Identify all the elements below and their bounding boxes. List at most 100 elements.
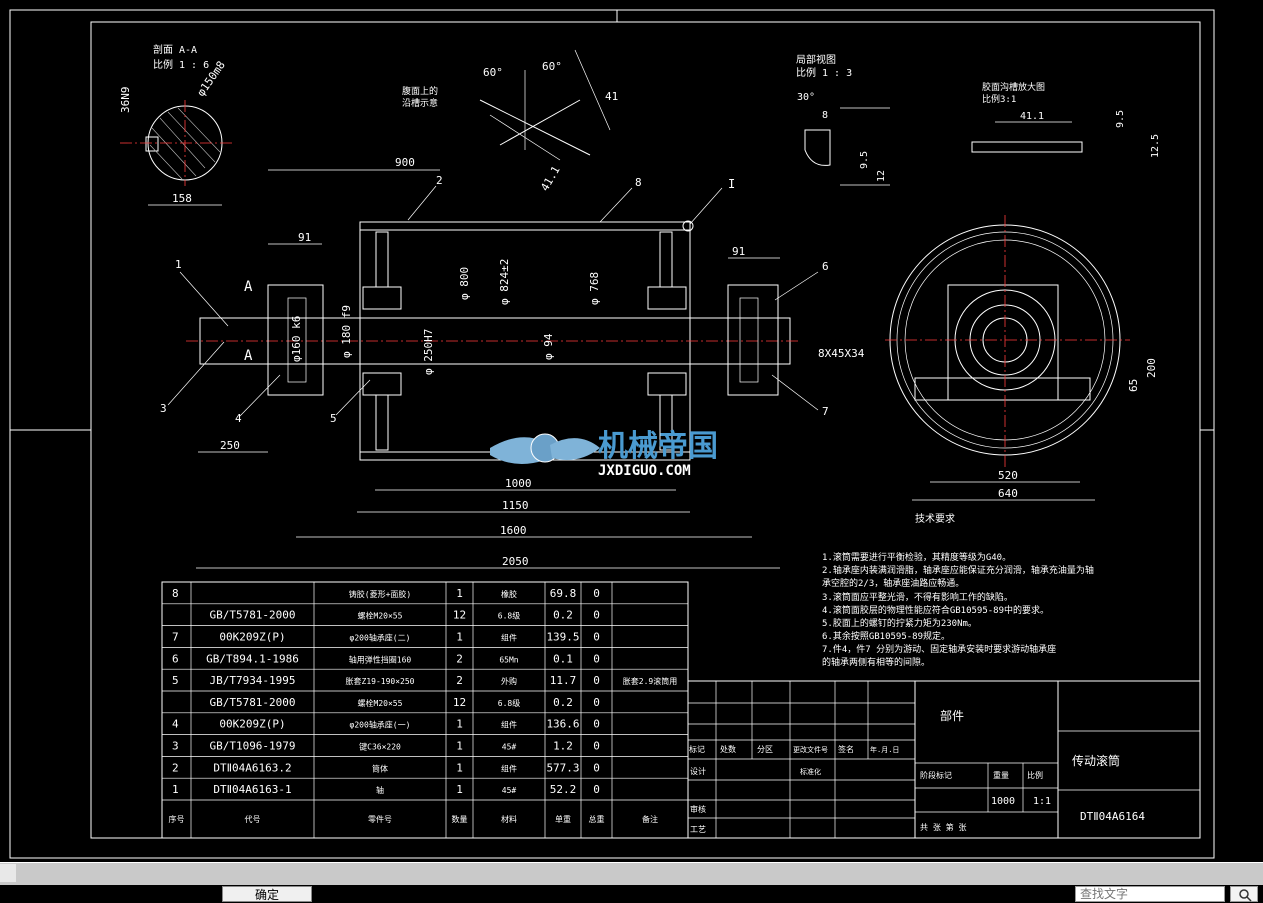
svg-text:3: 3: [160, 402, 167, 415]
svg-text:部件: 部件: [940, 708, 964, 723]
svg-text:1600: 1600: [500, 524, 527, 537]
bom-cell-code: 00K209Z(P): [219, 718, 285, 731]
local-view: 局部视图 比例 1 : 3 30° 8 9.5 12: [796, 53, 890, 186]
bom-cell-name: 筒体: [372, 763, 388, 773]
svg-text:1: 1: [175, 258, 182, 271]
svg-text:4.滚筒面胶层的物理性能应符合GB10595-89中的要求。: 4.滚筒面胶层的物理性能应符合GB10595-89中的要求。: [822, 604, 1049, 616]
watermark-logo: 机械帝国 JXDIGUO.COM: [490, 429, 718, 479]
bom-cell-code: JB/T7934-1995: [209, 674, 295, 687]
svg-text:传动滚筒: 传动滚筒: [1072, 753, 1120, 768]
svg-text:比例: 比例: [1027, 770, 1043, 780]
svg-text:8: 8: [822, 110, 828, 121]
svg-text:技术要求: 技术要求: [915, 512, 955, 525]
svg-text:签名: 签名: [838, 744, 854, 754]
confirm-button[interactable]: 确定: [222, 886, 312, 902]
svg-text:41.1: 41.1: [538, 164, 563, 193]
bom-cell-qty: 1: [456, 761, 463, 774]
bom-cell-code: DTⅡ04A6163-1: [213, 783, 291, 796]
bom-cell-no: 7: [172, 631, 179, 644]
svg-text:工艺: 工艺: [690, 825, 706, 834]
bom-cell-total: 0: [593, 609, 600, 622]
bom-header-note: 备注: [642, 814, 658, 824]
title-block: 标记 处数 分区 更改文件号 签名 年.月.日 设计 标准化 审核 工艺 部件 …: [687, 680, 1201, 839]
svg-text:的轴承两侧有相等的间隙。: 的轴承两侧有相等的间隙。: [822, 656, 930, 668]
dim-36n9: 36N9: [119, 87, 132, 114]
svg-text:1150: 1150: [502, 499, 529, 512]
cad-drawing-canvas[interactable]: 剖面 A-A 比例 1 : 6 36N9 φ150m8 158 腹面上的 沿槽示…: [0, 0, 1263, 862]
bom-cell-material: 65Mn: [499, 655, 518, 664]
svg-text:41: 41: [605, 90, 618, 103]
bom-cell-no: 3: [172, 740, 179, 753]
svg-text:7: 7: [822, 405, 829, 418]
tab-scroll-arrow[interactable]: [0, 864, 16, 882]
bom-header-no: 序号: [169, 814, 185, 824]
section-aa-scale: 比例 1 : 6: [153, 58, 209, 71]
svg-text:机械帝国: 机械帝国: [598, 429, 718, 464]
svg-text:2050: 2050: [502, 555, 529, 568]
bom-cell-qty: 2: [456, 652, 463, 665]
svg-text:1:1: 1:1: [1033, 796, 1051, 807]
bom-cell-name: φ200轴承座(一): [350, 720, 411, 730]
svg-text:A: A: [244, 279, 253, 295]
svg-text:A: A: [244, 348, 253, 364]
svg-text:沿槽示意: 沿槽示意: [402, 97, 438, 109]
bom-cell-qty: 1: [456, 587, 463, 600]
svg-text:φ160 k6: φ160 k6: [290, 316, 303, 362]
technical-requirements: 技术要求 1.滚筒需要进行平衡检验，其精度等级为G40。 2.轴承座内装满润滑脂…: [822, 512, 1094, 668]
svg-text:520: 520: [998, 469, 1018, 482]
svg-text:φ 250H7: φ 250H7: [422, 329, 435, 375]
svg-text:φ 768: φ 768: [588, 272, 601, 305]
bom-cell-unit: 0.1: [553, 652, 573, 665]
bom-cell-material: 6.8级: [498, 611, 520, 621]
find-text-input[interactable]: [1075, 886, 1225, 902]
svg-text:200: 200: [1145, 358, 1158, 378]
bom-cell-material: 组件: [501, 763, 517, 773]
pulley-main-view: 900 91 91 φ 800 φ 824±2 φ 768 φ 94 φ 250…: [160, 156, 865, 569]
bom-cell-unit: 139.5: [546, 631, 579, 644]
bom-cell-unit: 11.7: [550, 674, 577, 687]
bom-cell-material: 橡胶: [501, 589, 517, 599]
bom-cell-no: 6: [172, 652, 179, 665]
bom-cell-name: 胀套Z19-190×250: [346, 676, 415, 686]
bom-cell-unit: 0.2: [553, 609, 573, 622]
svg-text:1000: 1000: [991, 796, 1015, 807]
bom-cell-name: 铸胶(菱形+面胶): [349, 589, 411, 599]
svg-text:标记: 标记: [689, 744, 705, 754]
bom-cell-qty: 2: [456, 674, 463, 687]
svg-text:6.其余按照GB10595-89规定。: 6.其余按照GB10595-89规定。: [822, 630, 950, 642]
drawing-sheet: 剖面 A-A 比例 1 : 6 36N9 φ150m8 158 腹面上的 沿槽示…: [9, 9, 1215, 859]
bom-header-total: 总重: [589, 814, 605, 824]
bom-cell-total: 0: [593, 674, 600, 687]
svg-text:9.5: 9.5: [859, 151, 870, 169]
weld-groove-diagram: 腹面上的 沿槽示意 60° 60° 41 41.1: [402, 49, 618, 193]
svg-text:3.滚筒面应平整光滑，不得有影响工作的缺陷。: 3.滚筒面应平整光滑，不得有影响工作的缺陷。: [822, 591, 1013, 603]
search-icon[interactable]: [1230, 886, 1258, 902]
bom-cell-qty: 12: [453, 609, 466, 622]
svg-text:阶段标记: 阶段标记: [920, 770, 952, 780]
bom-cell-name: 螺栓M20×55: [358, 611, 403, 621]
svg-text:比例3:1: 比例3:1: [982, 93, 1016, 105]
svg-text:60°: 60°: [542, 60, 562, 73]
bom-cell-unit: 577.3: [546, 761, 579, 774]
pulley-end-view: 520 640 200 65: [885, 215, 1158, 501]
bom-header-name: 零件号: [368, 814, 392, 824]
svg-text:胶面沟槽放大图: 胶面沟槽放大图: [982, 81, 1045, 93]
bom-cell-total: 0: [593, 631, 600, 644]
svg-text:9.5: 9.5: [1115, 110, 1126, 128]
svg-text:标准化: 标准化: [800, 767, 821, 776]
bom-cell-total: 0: [593, 740, 600, 753]
bom-cell-total: 0: [593, 696, 600, 709]
svg-text:分区: 分区: [757, 745, 773, 754]
bom-cell-total: 0: [593, 761, 600, 774]
svg-text:60°: 60°: [483, 66, 503, 79]
bom-cell-unit: 136.6: [546, 718, 579, 731]
svg-text:6: 6: [822, 260, 829, 273]
bom-cell-material: 组件: [501, 720, 517, 730]
svg-text:8X45X34: 8X45X34: [818, 347, 865, 360]
bom-cell-note: 胀套2.9滚筒用: [623, 676, 677, 686]
svg-text:91: 91: [298, 231, 311, 244]
svg-text:30°: 30°: [797, 92, 815, 103]
svg-text:重量: 重量: [993, 770, 1009, 780]
bom-cell-qty: 12: [453, 696, 466, 709]
